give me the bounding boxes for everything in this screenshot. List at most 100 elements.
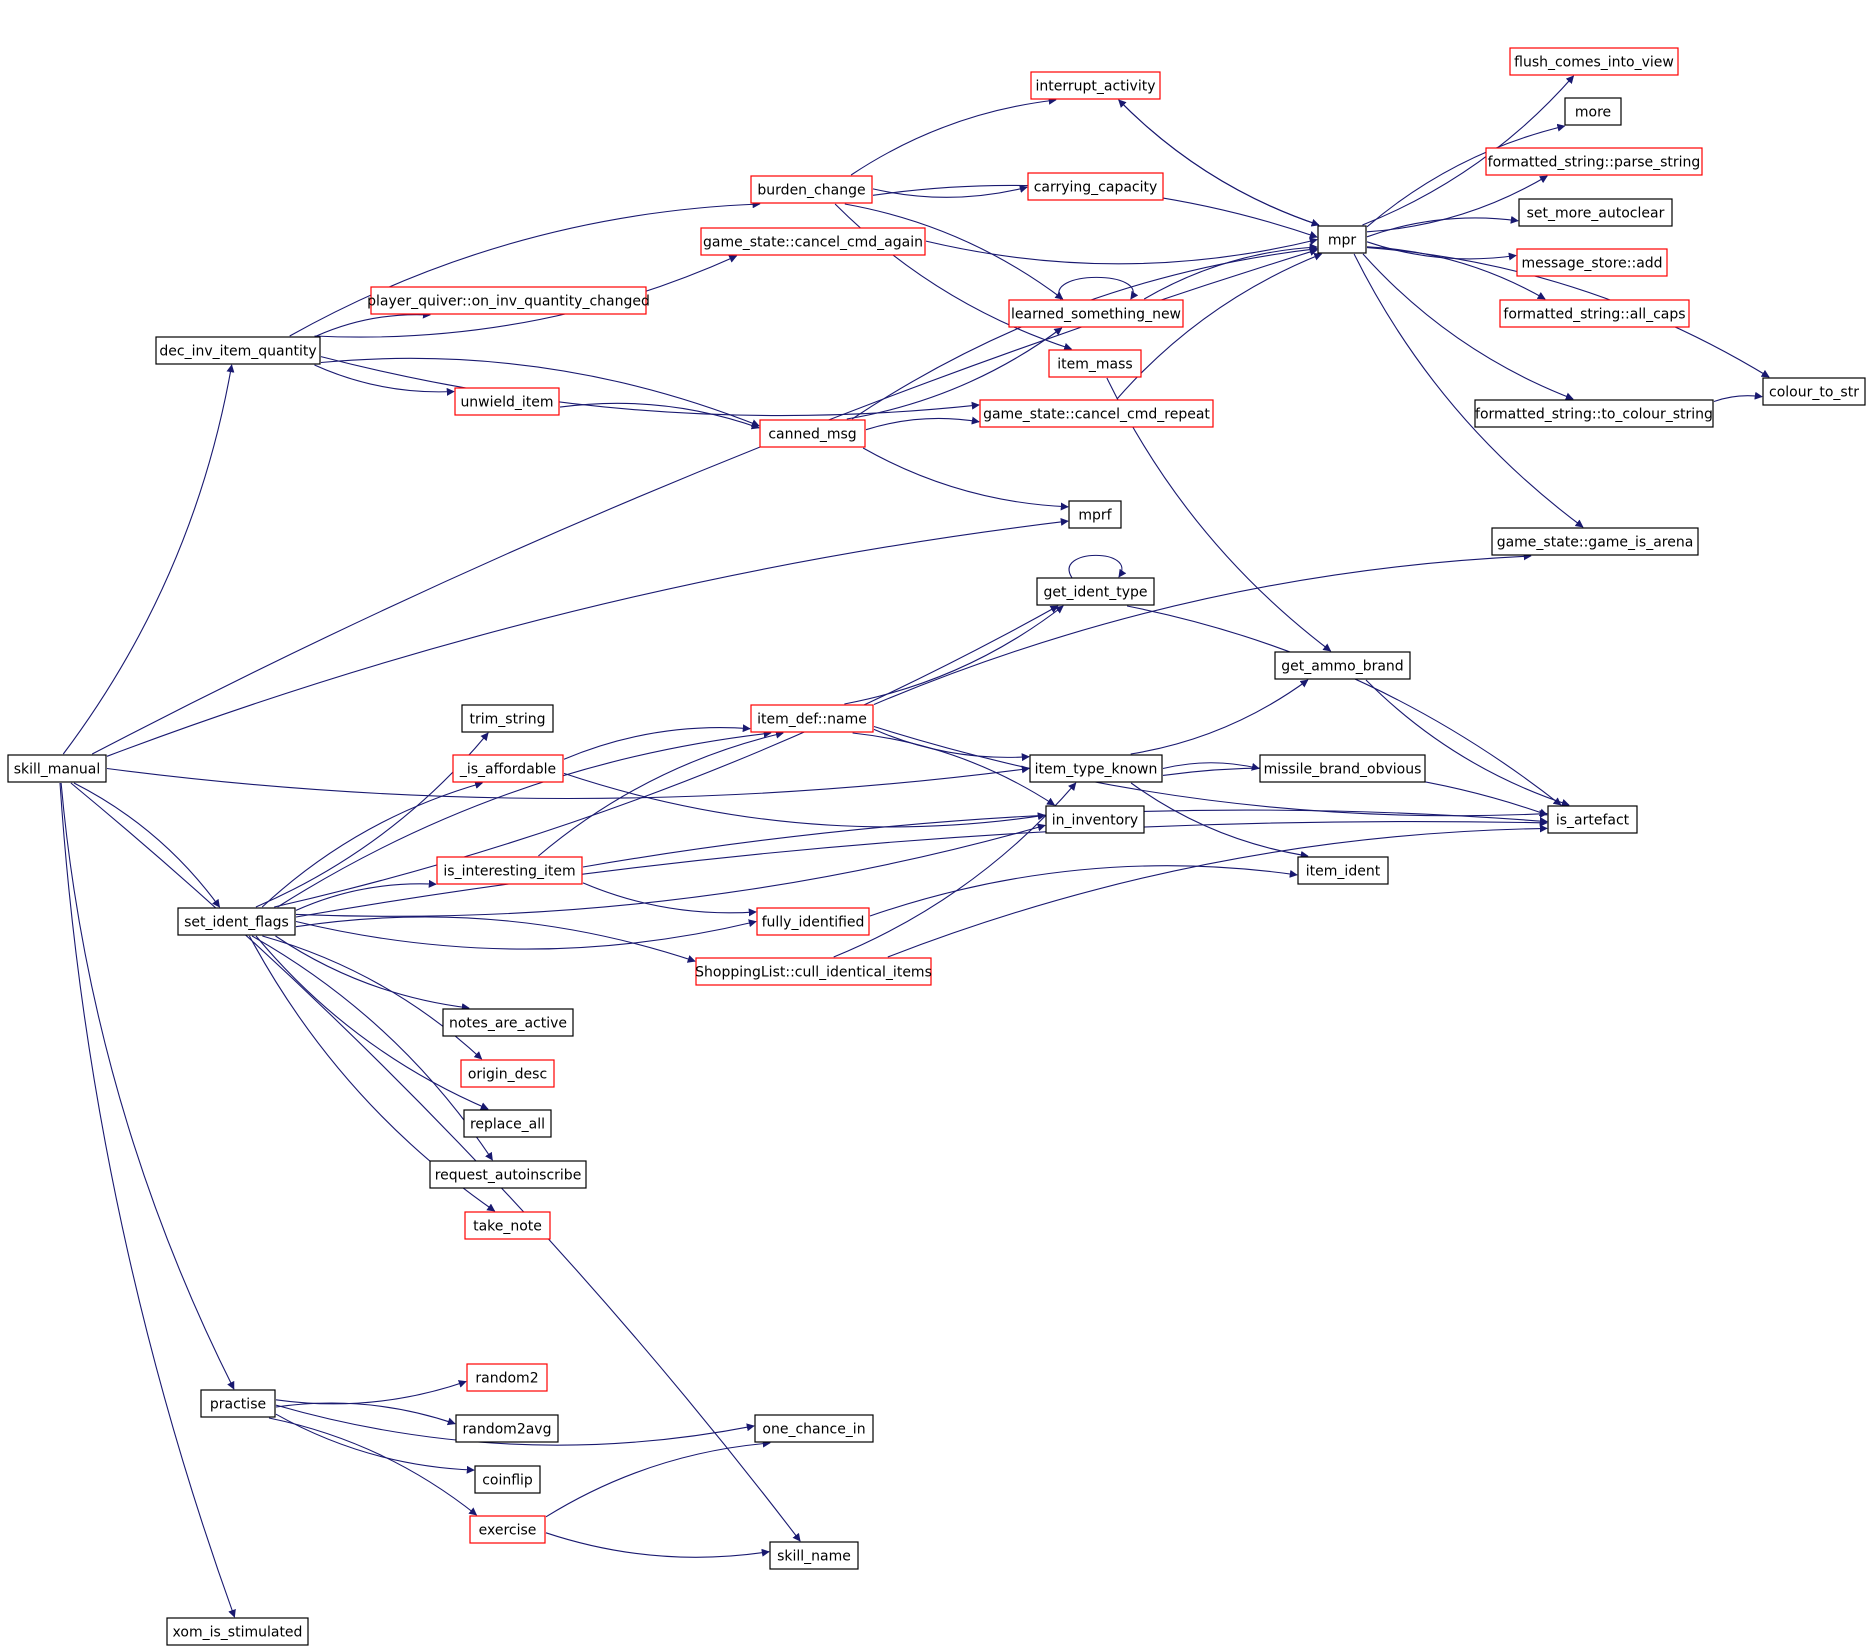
node-box <box>177 907 296 936</box>
node-label: coinflip <box>482 1473 533 1489</box>
node-message_store_add[interactable]: message_store::add <box>1516 248 1668 277</box>
node-skill_manual[interactable]: skill_manual <box>7 754 107 783</box>
node-label: carrying_capacity <box>1034 180 1158 196</box>
node-set_ident_flags[interactable]: set_ident_flags <box>177 907 296 936</box>
node-practise[interactable]: practise <box>200 1389 276 1418</box>
node-cancel_cmd_again[interactable]: game_state::cancel_cmd_again <box>700 227 926 256</box>
node-get_ammo_brand[interactable]: get_ammo_brand <box>1274 651 1411 680</box>
node-box <box>759 419 866 448</box>
node-on_inv_quantity_changed[interactable]: player_quiver::on_inv_quantity_changed <box>367 286 650 315</box>
edge-dec_inv_item_quantity-to-on_inv_quantity_changed <box>316 310 431 337</box>
edge-item_def_name-to-is_artefact <box>873 725 1548 818</box>
node-get_ident_type[interactable]: get_ident_type <box>1036 577 1155 606</box>
node-box <box>442 1008 574 1037</box>
node-parse_string[interactable]: formatted_string::parse_string <box>1485 147 1703 176</box>
node-unwield_item[interactable]: unwield_item <box>454 387 560 416</box>
node-learned_something_new[interactable]: learned_something_new <box>1008 299 1184 328</box>
node-exercise[interactable]: exercise <box>469 1515 546 1544</box>
node-box <box>7 754 107 783</box>
edge-mpr-to-interrupt_activity <box>1118 99 1319 226</box>
node-box <box>166 1617 309 1646</box>
node-game_is_arena[interactable]: game_state::game_is_arena <box>1491 527 1699 556</box>
node-item_mass[interactable]: item_mass <box>1048 349 1142 378</box>
node-one_chance_in[interactable]: one_chance_in <box>754 1414 874 1443</box>
node-is_interesting_item[interactable]: is_interesting_item <box>436 856 583 885</box>
node-box <box>455 1414 559 1443</box>
edge-cull_identical_items-to-is_artefact <box>887 824 1548 958</box>
node-mprf[interactable]: mprf <box>1068 500 1122 529</box>
node-origin_desc[interactable]: origin_desc <box>460 1059 555 1088</box>
node-box <box>474 1465 541 1494</box>
node-label: skill_manual <box>14 762 101 778</box>
edge-dec_inv_item_quantity-to-canned_msg <box>320 357 760 427</box>
node-notes_are_active[interactable]: notes_are_active <box>442 1008 574 1037</box>
edge-cull_identical_items-to-item_type_known <box>833 782 1077 958</box>
node-cancel_cmd_repeat[interactable]: game_state::cancel_cmd_repeat <box>979 399 1214 428</box>
node-xom_is_stimulated[interactable]: xom_is_stimulated <box>166 1617 309 1646</box>
node-box <box>1029 754 1163 783</box>
node-label: trim_string <box>470 712 546 728</box>
node-box <box>452 754 564 783</box>
node-box <box>754 1414 874 1443</box>
node-label: take_note <box>473 1219 542 1235</box>
node-skill_name[interactable]: skill_name <box>769 1541 859 1570</box>
node-coinflip[interactable]: coinflip <box>474 1465 541 1494</box>
node-is_artefact[interactable]: is_artefact <box>1547 805 1638 834</box>
node-fully_identified[interactable]: fully_identified <box>756 907 870 936</box>
node-label: learned_something_new <box>1011 307 1181 323</box>
node-carrying_capacity[interactable]: carrying_capacity <box>1027 172 1164 201</box>
node-box <box>466 1363 548 1392</box>
node-to_colour_string[interactable]: formatted_string::to_colour_string <box>1474 399 1714 428</box>
node-label: burden_change <box>757 183 865 199</box>
node-label: formatted_string::all_caps <box>1503 307 1685 323</box>
node-request_autoinscribe[interactable]: request_autoinscribe <box>429 1160 587 1189</box>
node-burden_change[interactable]: burden_change <box>750 175 873 204</box>
node-colour_to_str[interactable]: colour_to_str <box>1762 377 1866 406</box>
node-label: ShoppingList::cull_identical_items <box>695 965 932 981</box>
node-dec_inv_item_quantity[interactable]: dec_inv_item_quantity <box>155 336 321 365</box>
edge-item_type_known-to-missile_brand_obvious <box>1162 762 1260 771</box>
node-box <box>1048 349 1142 378</box>
node-box <box>1259 754 1426 783</box>
node-label: dec_inv_item_quantity <box>159 344 316 360</box>
edge-mpr-to-flush_comes_into_view <box>1362 75 1575 226</box>
node-mpr[interactable]: mpr <box>1317 225 1367 254</box>
node-box <box>1485 147 1703 176</box>
edge-practise-to-coinflip <box>275 1413 475 1474</box>
node-label: game_state::game_is_arena <box>1497 535 1694 551</box>
node-replace_all[interactable]: replace_all <box>463 1109 552 1138</box>
node-box <box>1027 172 1164 201</box>
node-is_affordable[interactable]: _is_affordable <box>452 754 564 783</box>
node-in_inventory[interactable]: in_inventory <box>1045 805 1145 834</box>
node-box <box>1516 248 1668 277</box>
edge-unwield_item-to-canned_msg <box>559 402 760 430</box>
edge-set_ident_flags-to-cull_identical_items <box>295 916 696 963</box>
node-label: _is_affordable <box>459 762 556 778</box>
node-box <box>1036 577 1155 606</box>
edge-burden_change-to-learned_something_new <box>844 203 1064 300</box>
node-label: missile_brand_obvious <box>1264 762 1422 778</box>
node-item_ident[interactable]: item_ident <box>1297 856 1389 885</box>
node-missile_brand_obvious[interactable]: missile_brand_obvious <box>1259 754 1426 783</box>
edge-item_def_name-to-get_ident_type <box>844 605 1064 705</box>
node-box <box>769 1541 859 1570</box>
node-all_caps[interactable]: formatted_string::all_caps <box>1499 299 1690 328</box>
node-more[interactable]: more <box>1564 97 1622 126</box>
node-take_note[interactable]: take_note <box>464 1211 551 1240</box>
node-label: flush_comes_into_view <box>1514 55 1674 71</box>
node-random2avg[interactable]: random2avg <box>455 1414 559 1443</box>
node-item_type_known[interactable]: item_type_known <box>1029 754 1163 783</box>
node-trim_string[interactable]: trim_string <box>461 704 554 733</box>
node-canned_msg[interactable]: canned_msg <box>759 419 866 448</box>
node-flush_comes_into_view[interactable]: flush_comes_into_view <box>1509 47 1679 76</box>
edge-item_def_name-to-in_inventory <box>852 732 1056 806</box>
node-set_more_autoclear[interactable]: set_more_autoclear <box>1518 198 1673 227</box>
node-random2[interactable]: random2 <box>466 1363 548 1392</box>
node-cull_identical_items[interactable]: ShoppingList::cull_identical_items <box>695 957 932 986</box>
node-interrupt_activity[interactable]: interrupt_activity <box>1030 71 1161 100</box>
edge-canned_msg-to-mprf <box>862 447 1069 511</box>
edge-skill_manual-to-set_ident_flags <box>73 782 220 908</box>
node-item_def_name[interactable]: item_def::name <box>750 704 874 733</box>
edge-canned_msg-to-cancel_cmd_repeat <box>865 416 980 431</box>
node-label: origin_desc <box>468 1067 547 1083</box>
